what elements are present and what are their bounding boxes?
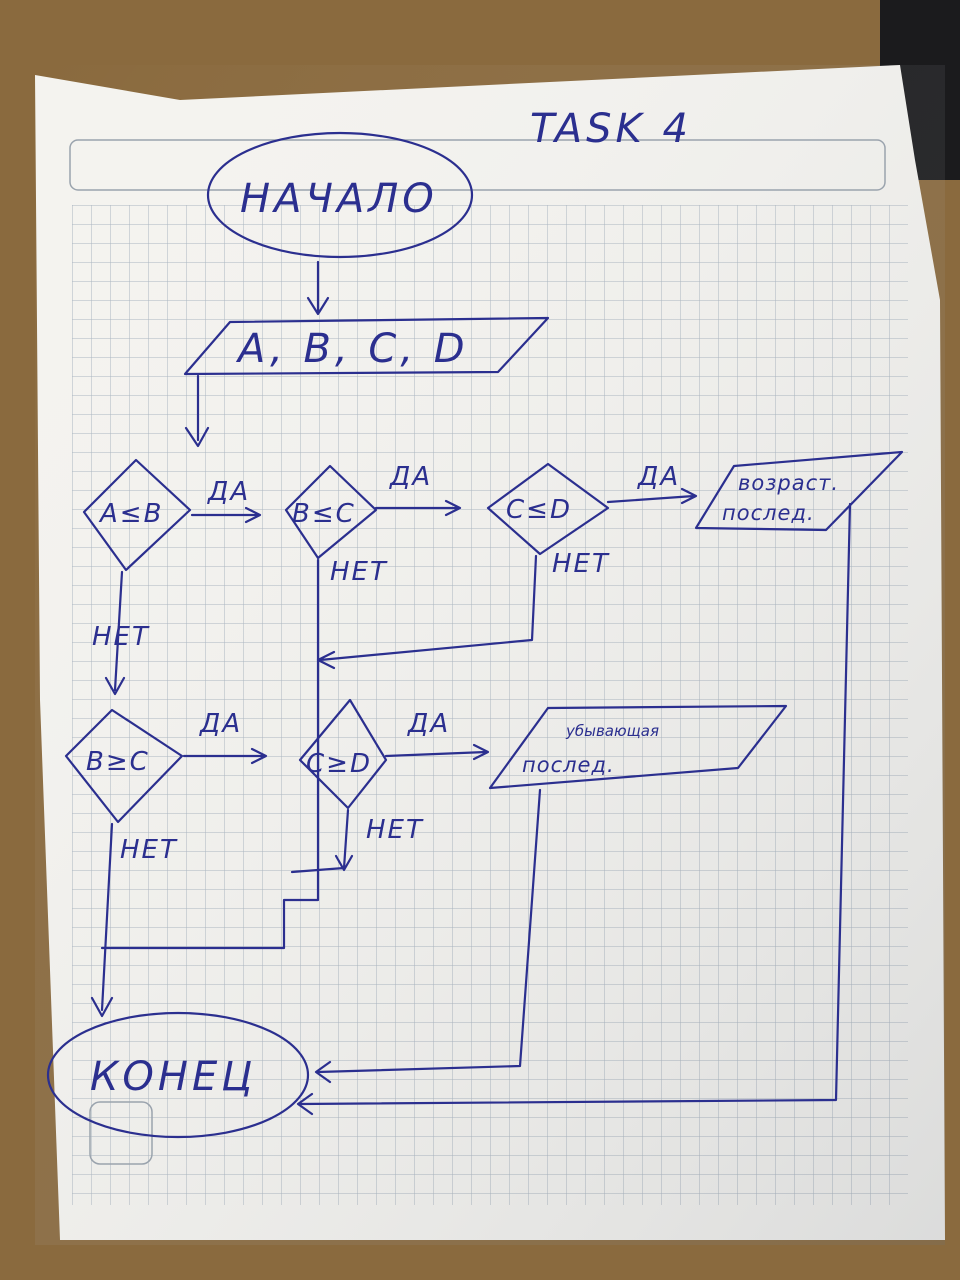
output-ascending xyxy=(694,450,904,532)
output-asc-line-1: возраст. xyxy=(738,471,839,495)
decision-2-label: B≤C xyxy=(292,499,356,529)
decision-b-le-c xyxy=(284,464,378,560)
decision-1-label: A≤B xyxy=(98,499,163,529)
decision-5-label: C≥D xyxy=(306,749,372,779)
no-label-3: НЕТ xyxy=(552,549,610,579)
decision-b-ge-c xyxy=(64,708,184,824)
output-desc-line-1: убывающая xyxy=(565,722,659,740)
output-descending xyxy=(488,704,788,790)
yes-label-4: ДА xyxy=(199,709,242,739)
yes-label-1: ДА xyxy=(207,477,250,507)
no-label-4: НЕТ xyxy=(120,835,178,865)
decision-4-label: B≥C xyxy=(86,747,150,777)
decision-c-ge-d xyxy=(298,698,388,810)
decision-a-le-b xyxy=(82,458,192,572)
end-terminal xyxy=(46,1011,310,1139)
decision-3-label: C≤D xyxy=(506,495,572,525)
no-label-2: НЕТ xyxy=(330,557,388,587)
header-box xyxy=(69,139,886,191)
end-label: КОНЕЦ xyxy=(90,1054,256,1100)
output-asc-line-2: послед. xyxy=(722,501,815,525)
output-desc-line-2: послед. xyxy=(522,753,615,777)
yes-label-2: ДА xyxy=(389,462,432,492)
start-terminal xyxy=(206,131,474,259)
corner-box xyxy=(89,1101,153,1165)
no-label-5: НЕТ xyxy=(366,815,424,845)
start-label: НАЧАЛО xyxy=(240,176,438,222)
yes-label-3: ДА xyxy=(637,462,680,492)
decision-c-le-d xyxy=(486,462,610,556)
task-title: TASK 4 xyxy=(530,106,692,152)
no-label-1: НЕТ xyxy=(92,622,150,652)
input-parallelogram xyxy=(183,316,550,376)
input-label: A, B, C, D xyxy=(235,326,469,372)
yes-label-5: ДА xyxy=(407,709,450,739)
